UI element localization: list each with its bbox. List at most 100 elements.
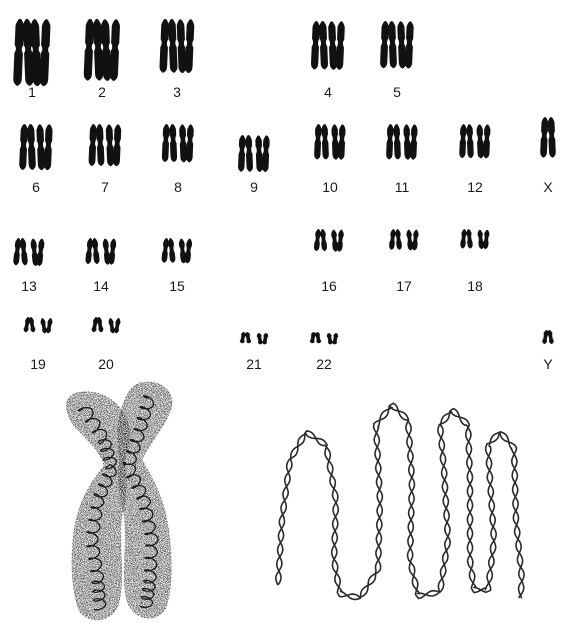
chromatid bbox=[36, 124, 45, 170]
chromosome-label-21: 21 bbox=[234, 356, 274, 372]
chromosome-pair-20 bbox=[91, 317, 121, 334]
chromosome-label-6: 6 bbox=[16, 179, 56, 195]
chromatid bbox=[262, 135, 270, 172]
chromosome-label-4: 4 bbox=[308, 84, 348, 100]
chromatid bbox=[459, 124, 467, 158]
chromatid bbox=[331, 124, 339, 160]
chromosome-pair-6 bbox=[19, 124, 53, 171]
chromatid bbox=[168, 238, 176, 263]
chromosome-pair-22 bbox=[309, 332, 338, 345]
chromosome-label-9: 9 bbox=[234, 179, 274, 195]
chromatid bbox=[314, 229, 322, 252]
chromosome-pair-1 bbox=[13, 19, 51, 87]
chromosome-pair-14 bbox=[85, 238, 117, 265]
chromatid bbox=[96, 124, 105, 166]
chromosome-label-22: 22 bbox=[304, 356, 344, 372]
chromatid bbox=[44, 124, 53, 170]
chromosome-label-8: 8 bbox=[158, 179, 198, 195]
chromatid bbox=[319, 21, 328, 70]
chromatid bbox=[388, 21, 397, 69]
chromatid bbox=[311, 21, 320, 70]
chromatid bbox=[185, 19, 195, 73]
chromosome-label-16: 16 bbox=[309, 278, 349, 294]
chromatid bbox=[466, 124, 474, 158]
chromatid bbox=[389, 229, 397, 250]
chromosome-pair-12 bbox=[459, 124, 491, 159]
chromatid bbox=[332, 333, 339, 345]
chromosome-label-12: 12 bbox=[455, 179, 495, 195]
chromosome-pair-8 bbox=[162, 124, 194, 163]
chromosome-label-19: 19 bbox=[18, 356, 58, 372]
chromatid bbox=[45, 318, 53, 334]
chromosome-label-x: X bbox=[528, 179, 568, 195]
chromosome-pair-9 bbox=[238, 135, 270, 172]
chromatid bbox=[548, 117, 556, 158]
chromatid bbox=[161, 238, 169, 263]
chromatid bbox=[315, 332, 322, 344]
chromatid bbox=[113, 318, 121, 334]
chromosome-pair-7 bbox=[88, 124, 121, 167]
chromosome-label-15: 15 bbox=[157, 278, 197, 294]
chromosome-label-14: 14 bbox=[81, 278, 121, 294]
chromosome-label-10: 10 bbox=[310, 179, 350, 195]
chromatid bbox=[176, 19, 186, 73]
chromatid bbox=[380, 21, 389, 69]
chromosome-pair-10 bbox=[314, 124, 346, 160]
chromosome-pair-x bbox=[540, 117, 556, 158]
chromatid bbox=[27, 124, 36, 170]
chromatid bbox=[326, 333, 333, 345]
chromosome-pair-21 bbox=[239, 332, 268, 345]
condensed-chromosome-illustration bbox=[66, 382, 171, 620]
chromatid bbox=[13, 19, 24, 86]
chromatid bbox=[397, 21, 406, 69]
chromatid bbox=[88, 124, 97, 166]
chromosome-pair-y bbox=[542, 330, 555, 345]
chromosome-pair-15 bbox=[161, 238, 192, 264]
chromatid bbox=[328, 21, 337, 70]
chromatid bbox=[466, 229, 473, 249]
chromatid bbox=[186, 124, 194, 162]
chromatid bbox=[245, 332, 252, 344]
chromosome-label-3: 3 bbox=[157, 84, 197, 100]
chromosome-pair-18 bbox=[460, 229, 490, 250]
chromosome-pair-16 bbox=[314, 229, 345, 252]
chromatid bbox=[483, 124, 491, 158]
chromatid bbox=[410, 124, 418, 160]
chromatid bbox=[256, 333, 263, 345]
chromatid bbox=[255, 135, 263, 172]
chromatid bbox=[108, 238, 116, 265]
chromatid bbox=[184, 238, 192, 263]
chromatid bbox=[338, 124, 346, 160]
chromatid bbox=[239, 332, 246, 344]
chromatid bbox=[168, 19, 178, 73]
chromatid bbox=[483, 229, 490, 249]
chromosome-label-17: 17 bbox=[384, 278, 424, 294]
chromosome-label-20: 20 bbox=[86, 356, 126, 372]
chromosome-pair-19 bbox=[23, 317, 53, 334]
chromosome-label-1: 1 bbox=[12, 84, 52, 100]
chromatid bbox=[314, 124, 322, 160]
chromatid bbox=[36, 238, 45, 266]
chromatid bbox=[92, 238, 100, 265]
chromatid bbox=[395, 229, 403, 250]
chromatid bbox=[39, 19, 50, 86]
chromosome-pair-4 bbox=[311, 21, 345, 70]
chromatid bbox=[336, 21, 345, 70]
chromatid bbox=[179, 124, 187, 162]
chromatid bbox=[321, 124, 329, 160]
chromatid bbox=[460, 229, 467, 249]
chromatid bbox=[85, 238, 93, 265]
chromosome-pair-13 bbox=[13, 238, 45, 267]
chromosome-label-18: 18 bbox=[455, 278, 495, 294]
chromatid bbox=[405, 21, 414, 69]
chromatid bbox=[19, 124, 28, 170]
chromatid bbox=[262, 333, 269, 345]
chromosome-label-5: 5 bbox=[377, 84, 417, 100]
chromatid bbox=[412, 229, 420, 250]
chromosome-label-13: 13 bbox=[9, 278, 49, 294]
chromatid bbox=[540, 117, 548, 158]
chromatid bbox=[238, 135, 246, 172]
chromosome-pair-5 bbox=[380, 21, 414, 69]
chromatid bbox=[169, 124, 177, 162]
chromosome-label-2: 2 bbox=[82, 84, 122, 100]
